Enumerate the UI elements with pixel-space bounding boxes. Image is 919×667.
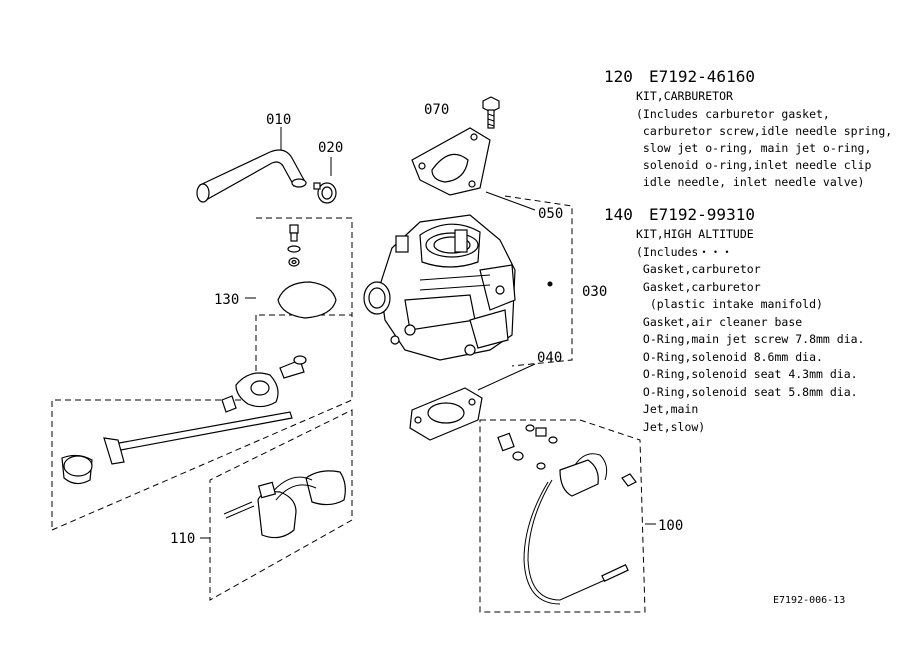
callout-100: 100 [658,518,683,534]
plate-screw-part [277,224,337,319]
kit-140-line: O-Ring,solenoid seat 5.8mm dia. [636,385,858,399]
callout-020: 020 [318,140,343,156]
hose-part [196,149,307,203]
kit-140-line: (plastic intake manifold) [636,297,823,311]
gasket-upper-part [411,127,491,196]
callout-050: 050 [538,206,563,222]
kit-120-line: idle needle, inlet needle valve) [636,175,864,189]
bracket-130-right [51,315,353,531]
callout-070: 070 [424,102,449,118]
kit-140-line: Gasket,carburetor [636,280,761,294]
kit-140-part-no: E7192-99310 [649,205,755,224]
kit-140-line: (Includes・・・ [636,245,733,259]
leader-040 [477,363,536,391]
kit-140-line: O-Ring,main jet screw 7.8mm dia. [636,332,864,346]
callout-010: 010 [266,112,291,128]
gasket-lower-part [409,387,483,441]
kit-140-line: O-Ring,solenoid seat 4.3mm dia. [636,367,858,381]
bracket-130-left [51,315,257,530]
callout-110: 110 [170,531,195,547]
choke-shaft-part [61,355,307,485]
float-part [223,470,346,539]
leader-dot-030 [547,281,553,287]
kit-120-part-no: E7192-46160 [649,67,755,86]
kit-140-line: KIT,HIGH ALTITUDE [636,227,754,241]
kit-140-line: Gasket,carburetor [636,262,761,276]
callout-040: 040 [537,350,562,366]
kit-120-line: (Includes carburetor gasket, [636,107,830,121]
figure-id: E7192-006-13 [773,595,845,606]
kit-120-number: 120 [604,67,633,86]
bracket-100 [479,419,646,613]
hose-clamp-part [313,182,337,204]
kit-120-line: KIT,CARBURETOR [636,89,733,103]
leader-050 [485,191,536,211]
kit-140-line: O-Ring,solenoid 8.6mm dia. [636,350,823,364]
callout-130: 130 [214,292,239,308]
kit-140-number: 140 [604,205,633,224]
carburetor-body-part [363,214,516,361]
bracket-110 [209,409,353,601]
kit-140-line: Jet,main [636,402,698,416]
kit-120-line: carburetor screw,idle needle spring, [636,124,892,138]
solenoid-part [497,424,637,605]
bracket-030 [504,195,573,367]
bolt-part [482,96,500,129]
kit-140-line: Jet,slow) [636,420,705,434]
callout-030: 030 [582,284,607,300]
kit-120-line: solenoid o-ring,inlet needle clip [636,158,871,172]
kit-140-line: Gasket,air cleaner base [636,315,802,329]
kit-120-line: slow jet o-ring, main jet o-ring, [636,141,871,155]
